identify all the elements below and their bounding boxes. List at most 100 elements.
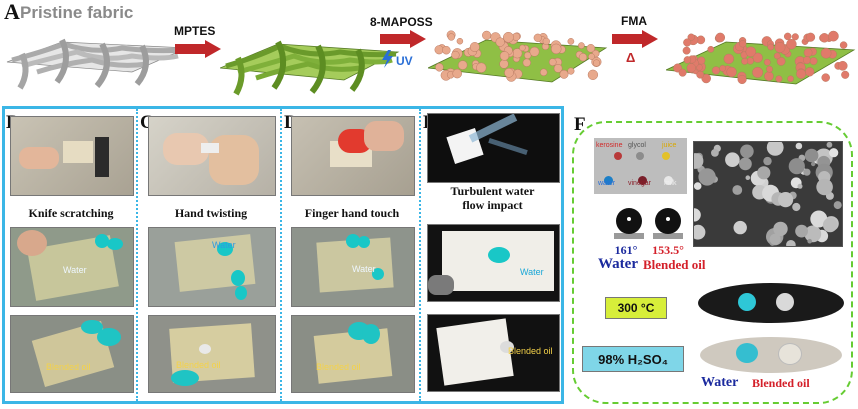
particle xyxy=(529,46,540,57)
sem-micrograph xyxy=(693,141,843,247)
divider-d-e xyxy=(419,109,421,401)
pristine-fabric-illustration xyxy=(6,38,188,90)
contact-angle-oil-label: Blended oil xyxy=(643,257,706,272)
particle xyxy=(696,64,703,71)
lightning-icon xyxy=(382,50,393,68)
sem-particle xyxy=(757,166,771,180)
particle xyxy=(682,46,691,55)
sem-particle xyxy=(766,142,784,156)
particle xyxy=(451,50,460,60)
particle xyxy=(775,75,783,83)
liquid-vinegar-label: vinegar xyxy=(628,180,651,187)
panel-e-oil-label: Blended oil xyxy=(508,346,553,356)
particle xyxy=(745,46,757,57)
sem-particle xyxy=(795,224,808,238)
particle xyxy=(503,31,514,43)
particle xyxy=(821,73,830,82)
panel-f-letter: F xyxy=(574,114,586,135)
particle xyxy=(550,43,562,55)
sem-particle xyxy=(773,221,788,237)
particle xyxy=(578,53,588,62)
particle xyxy=(452,68,462,79)
particle xyxy=(567,67,575,75)
sem-particle xyxy=(745,175,751,180)
sem-particle xyxy=(816,178,833,196)
particle xyxy=(783,32,792,41)
panel-d-oil-label: Blended oil xyxy=(316,362,361,372)
particle xyxy=(504,67,514,78)
particle xyxy=(776,57,786,66)
sem-particle xyxy=(740,144,754,159)
arrow-1-label: MPTES xyxy=(174,24,216,38)
particle xyxy=(696,70,705,79)
sem-particle xyxy=(711,149,719,157)
sem-particle xyxy=(788,158,805,175)
panel-c-oil-label: Blended oil xyxy=(176,360,221,370)
particle xyxy=(711,66,721,75)
bottom-water-label: Water xyxy=(701,375,739,390)
particle xyxy=(578,42,585,49)
sem-particle xyxy=(811,161,816,167)
panel-b-photo-oil xyxy=(10,315,134,393)
sem-particle xyxy=(795,142,803,150)
particle-fabric-illustration xyxy=(428,30,608,83)
sem-particle xyxy=(698,168,716,186)
panel-c-caption: Hand twisting xyxy=(174,206,248,220)
panel-d-photo-water xyxy=(291,227,415,307)
arrow-2-label: 8-MAPOSS xyxy=(370,15,433,29)
particle xyxy=(841,70,850,79)
sem-particle xyxy=(733,220,747,235)
particle xyxy=(559,69,569,79)
particle xyxy=(683,38,692,47)
particle xyxy=(469,42,480,52)
particle xyxy=(809,57,818,65)
particle xyxy=(499,59,509,69)
particle xyxy=(766,65,773,73)
particle xyxy=(767,43,775,51)
panel-b-water-label: Water xyxy=(63,265,87,275)
particle xyxy=(828,30,839,42)
particle xyxy=(726,66,737,78)
sem-particle xyxy=(803,168,811,176)
particle xyxy=(586,44,596,53)
liquid-juice-label: juice xyxy=(662,142,677,149)
particle xyxy=(522,58,531,67)
particle xyxy=(741,57,749,65)
particle xyxy=(686,63,696,73)
panel-b-caption: Knife scratching xyxy=(28,206,114,220)
sem-particle xyxy=(797,183,803,189)
sem-particle xyxy=(739,157,752,171)
particle xyxy=(683,56,692,64)
particle xyxy=(774,41,786,53)
contact-angle-oil-image xyxy=(653,208,683,239)
particle xyxy=(803,48,813,58)
particle xyxy=(495,37,505,47)
particle xyxy=(819,33,830,43)
panel-e-photo-water xyxy=(427,224,560,302)
particle xyxy=(542,37,550,46)
sem-particle xyxy=(786,240,796,246)
arrow-2-sublabel: UV xyxy=(396,54,413,68)
particle xyxy=(787,75,794,83)
bottom-oil-label: Blended oil xyxy=(752,376,810,390)
contact-angle-water-label: Water xyxy=(598,256,638,272)
panel-c-photo-twist xyxy=(148,116,276,196)
particle xyxy=(447,33,455,41)
panels-b-e-frame xyxy=(2,106,564,404)
panel-d-caption: Finger hand touch xyxy=(304,206,400,220)
particle xyxy=(805,67,815,77)
arrow-3-sublabel: Δ xyxy=(626,50,636,65)
arrow-3-icon xyxy=(612,30,658,48)
particle xyxy=(567,38,575,45)
particle xyxy=(719,65,726,72)
particle xyxy=(592,59,601,67)
sem-particle xyxy=(694,182,702,190)
sem-particle xyxy=(763,156,772,166)
particle xyxy=(715,32,726,43)
particle xyxy=(763,58,771,66)
fma-fabric-illustration xyxy=(666,30,856,85)
divider-b-c xyxy=(136,109,138,401)
sem-particle xyxy=(792,202,801,212)
particle xyxy=(764,71,774,81)
particle xyxy=(707,45,715,53)
